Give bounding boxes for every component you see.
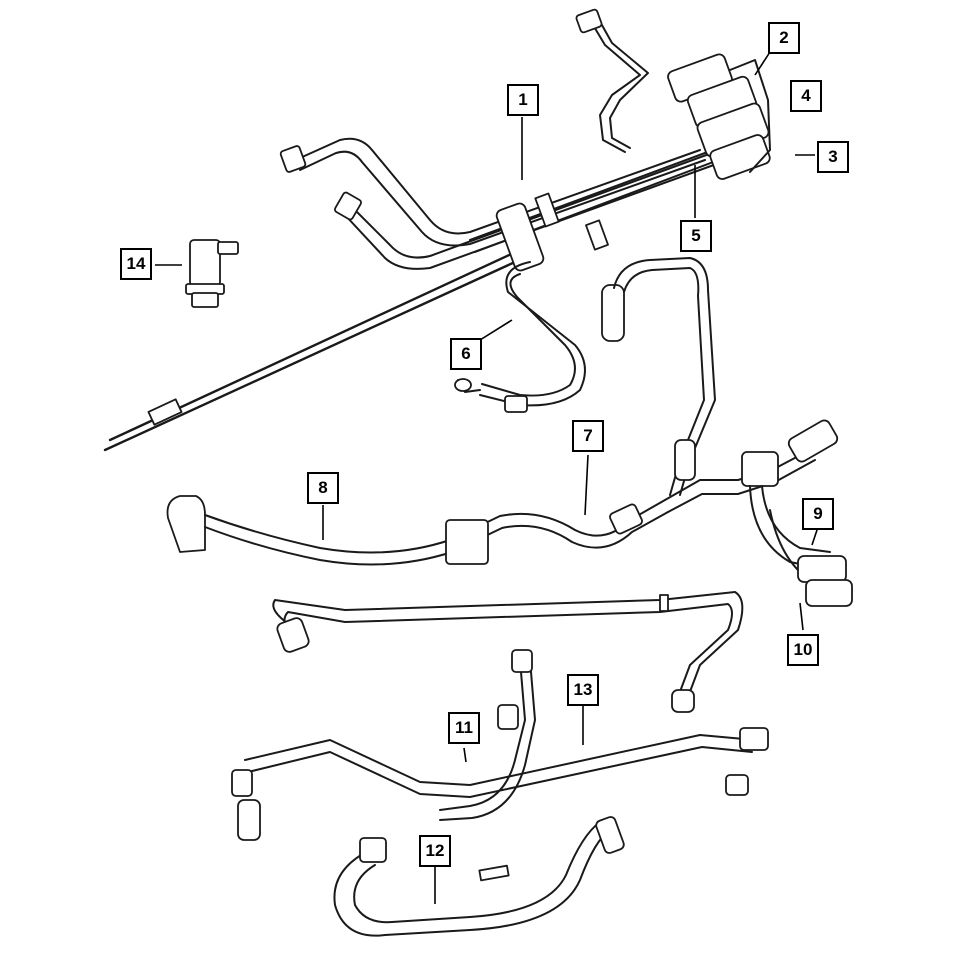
hose-10 <box>272 591 744 713</box>
callout-2: 2 <box>768 22 800 54</box>
hose-8 <box>166 495 669 566</box>
callout-1: 1 <box>507 84 539 116</box>
callout-14: 14 <box>120 248 152 280</box>
callout-6: 6 <box>450 338 482 370</box>
callout-5: 5 <box>680 220 712 252</box>
callout-8: 8 <box>307 472 339 504</box>
callout-4: 4 <box>790 80 822 112</box>
callout-9: 9 <box>802 498 834 530</box>
connector-block-2 <box>575 8 771 180</box>
callout-12: 12 <box>419 835 451 867</box>
hose-6 <box>454 261 586 413</box>
hose-11 <box>231 649 769 841</box>
callout-3: 3 <box>817 141 849 173</box>
callout-11: 11 <box>448 712 480 744</box>
callout-13: 13 <box>567 674 599 706</box>
hose-7 <box>601 257 716 496</box>
hose-bundle-1 <box>103 137 746 452</box>
callout-10: 10 <box>787 634 819 666</box>
callout-7: 7 <box>572 420 604 452</box>
leader-lines <box>155 51 819 904</box>
tee-9 <box>664 419 853 607</box>
elbow-fitting-14 <box>185 239 239 308</box>
hose-12 <box>333 816 625 937</box>
